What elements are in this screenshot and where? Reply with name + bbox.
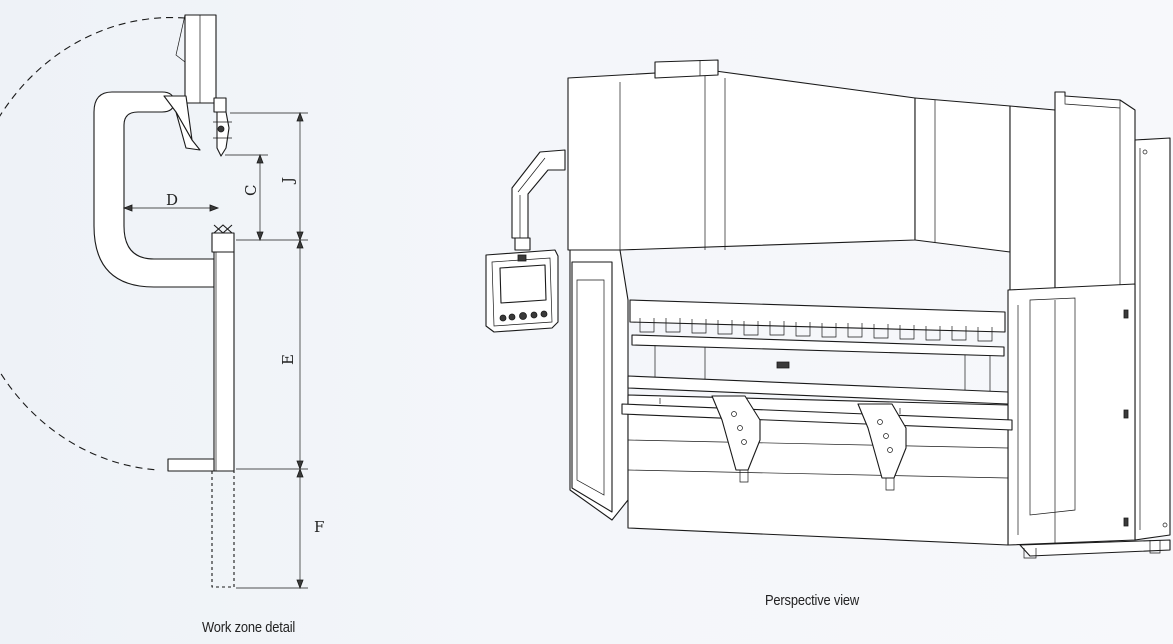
lower-beam <box>213 251 235 472</box>
cnc-screen <box>499 264 547 304</box>
c-frame-plate <box>93 91 215 288</box>
right-electrical-cabinet <box>1007 283 1136 546</box>
dimension-label-j: J <box>279 177 297 185</box>
upper-ram <box>184 14 217 104</box>
punch-tool <box>216 111 230 157</box>
caption-perspective-view: Perspective view <box>765 592 860 609</box>
lower-apron <box>627 394 1009 546</box>
dimension-label-d: D <box>166 191 178 209</box>
base-foot <box>167 458 215 472</box>
dimension-label-c: C <box>242 185 260 196</box>
right-side-frame <box>1009 105 1056 301</box>
dimension-label-e: E <box>279 354 297 365</box>
upper-beam-clamps <box>629 299 1006 333</box>
throat-clearance-arc <box>0 16 186 471</box>
work-zone-detail-drawing: D C J E F <box>0 14 324 590</box>
lower-table <box>627 375 1009 405</box>
caption-work-zone-detail: Work zone detail <box>202 619 296 636</box>
die-tool <box>211 232 235 253</box>
dimension-label-f: F <box>314 518 324 536</box>
back-gauge-finger-left <box>711 395 761 471</box>
back-gauge-finger-right <box>857 403 907 479</box>
press-brake-perspective-drawing <box>485 59 1171 559</box>
foundation-pit <box>211 471 235 588</box>
